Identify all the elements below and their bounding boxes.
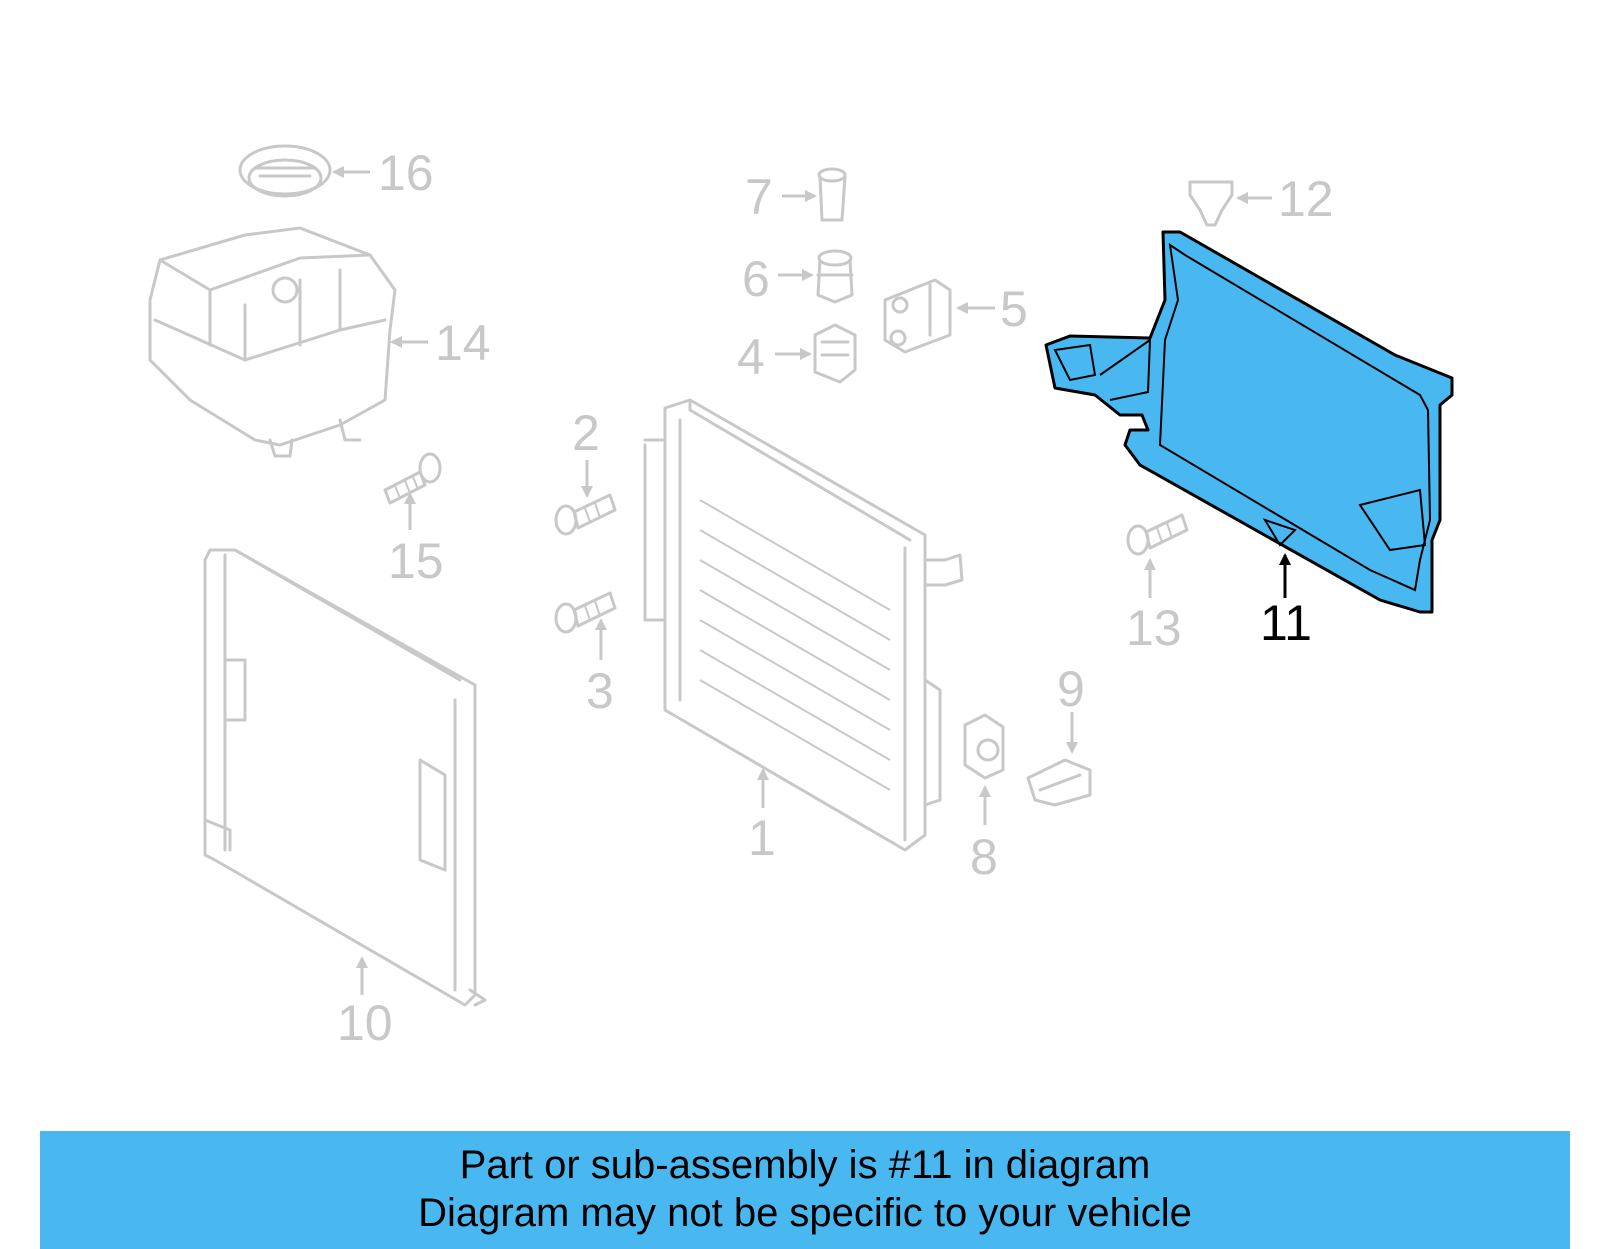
callout-9: 9 — [1057, 661, 1085, 717]
callout-15: 15 — [388, 533, 444, 589]
part-13-bolt — [1126, 513, 1189, 556]
part-12-push-clip — [1188, 180, 1234, 227]
callout-8: 8 — [970, 829, 998, 885]
part-3-bolt — [554, 591, 617, 634]
callout-5: 5 — [1000, 281, 1028, 337]
part-14-expansion-tank — [148, 226, 397, 458]
part-15-bolt — [383, 452, 442, 505]
callout-7: 7 — [745, 169, 773, 225]
part-4-mount — [813, 323, 857, 384]
callout-4: 4 — [737, 329, 765, 385]
callout-12: 12 — [1278, 171, 1334, 227]
caption-line-disclaimer: Diagram may not be specific to your vehi… — [418, 1191, 1192, 1235]
part-7-pin — [817, 167, 847, 222]
callout-6: 6 — [742, 251, 770, 307]
part-10-frame — [203, 548, 487, 1007]
callout-2: 2 — [572, 405, 600, 461]
callout-1: 1 — [748, 810, 776, 866]
part-8-clip — [963, 713, 1005, 780]
callout-10: 10 — [337, 995, 393, 1051]
part-2-bolt — [554, 493, 617, 536]
callout-11: 11 — [1260, 595, 1312, 651]
callout-3: 3 — [586, 663, 614, 719]
part-16-reservoir-cap — [238, 144, 332, 198]
part-11-air-duct-highlighted — [1044, 230, 1454, 614]
part-5-bracket — [883, 278, 952, 354]
callout-16: 16 — [378, 145, 434, 201]
caption-banner: Part or sub-assembly is #11 in diagram D… — [40, 1131, 1570, 1249]
callout-14: 14 — [435, 315, 491, 371]
part-6-bushing — [816, 249, 854, 304]
part-1-radiator — [643, 398, 964, 852]
part-9-retainer — [1026, 758, 1092, 807]
callout-13: 13 — [1126, 600, 1182, 656]
caption-line-part-number: Part or sub-assembly is #11 in diagram — [459, 1143, 1151, 1187]
